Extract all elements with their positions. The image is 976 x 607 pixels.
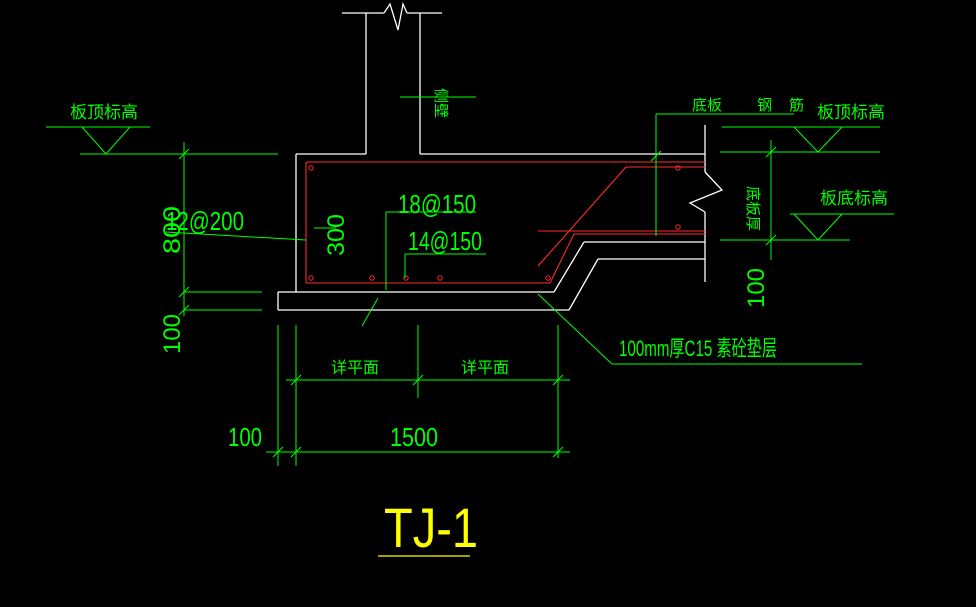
bottom-slab-label: 底板 <box>692 96 722 114</box>
dimension-100-right: 100 <box>743 268 770 308</box>
dimension-width-1500: 1500 <box>390 422 438 452</box>
dimension-lines <box>46 96 894 466</box>
concrete-outline <box>277 1 724 311</box>
slab-thickness-label: 底板厚 <box>744 186 762 231</box>
rebar-dots <box>308 165 681 281</box>
middle-rebar-spec: 14@150 <box>408 226 482 256</box>
title-text: TJ-1 <box>384 496 478 559</box>
dimension-width-100: 100 <box>228 422 262 452</box>
cushion-layer-label: 100mm厚C15 素砼垫层 <box>619 336 777 361</box>
slab-bottom-elevation-label: 板底标高 <box>820 189 888 209</box>
slab-top-elevation-label-right: 板顶标高 <box>817 103 885 123</box>
side-wall-label: 侧壁 <box>432 88 450 118</box>
steel-label: 钢 <box>757 96 772 114</box>
dimension-100-left: 100 <box>159 314 186 354</box>
top-rebar-spec: 18@150 <box>398 189 476 219</box>
detail-plan-label-left: 详平面 <box>331 358 379 377</box>
drawing-text: 板顶标高 侧壁 底板 钢 筋 板顶标高 板底标高 底板厚 18@150 14@1… <box>70 88 888 452</box>
side-rebar-spec: 12@200 <box>166 206 244 236</box>
slab-top-elevation-label-left: 板顶标高 <box>70 103 138 123</box>
dimension-300: 300 <box>323 214 350 256</box>
drawing-title: TJ-1 <box>378 496 478 559</box>
rebar-word-label: 筋 <box>789 96 804 114</box>
rebar-lines <box>305 161 705 284</box>
dimension-800: 800 <box>159 206 186 254</box>
detail-plan-label-right: 详平面 <box>461 358 509 377</box>
